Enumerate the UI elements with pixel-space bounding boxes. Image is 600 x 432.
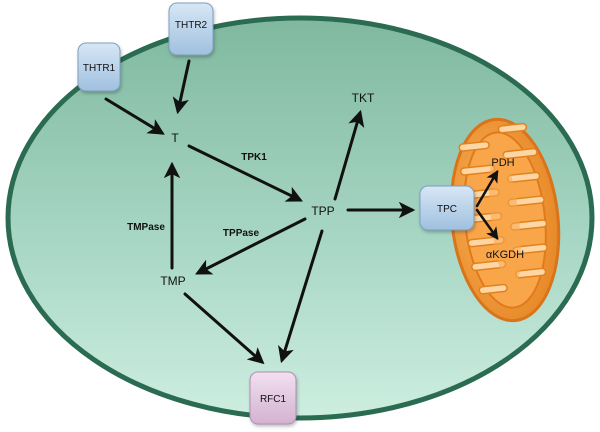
arrow-tpp-to-tkt [333, 109, 365, 201]
arrow-tpc-to-akgdh [475, 208, 499, 241]
tpc-label: TPC [437, 204, 457, 215]
rfc1-label: RFC1 [260, 394, 287, 405]
arrow-thtr1-to-t [104, 97, 165, 135]
enzyme-tpk1: TPK1 [241, 152, 267, 163]
arrow-tpp-to-tmp [195, 217, 307, 275]
node-tmp: TMP [160, 274, 185, 288]
node-t: T [171, 131, 179, 145]
arrow-tpc-to-pdh [475, 169, 499, 208]
arrow-tpp-to-rfc1 [278, 229, 324, 364]
transporter-rfc1 [249, 371, 297, 425]
arrow-t-to-tpp [187, 144, 303, 202]
transporter-thtr2 [168, 2, 214, 56]
transporter-thtr1 [77, 42, 121, 92]
enzyme-tppase: TPPase [223, 228, 260, 239]
node-akgdh: αKGDH [486, 249, 524, 261]
thtr1-label: THTR1 [83, 63, 116, 74]
transporter-tpc [419, 185, 475, 231]
reaction-arrows [104, 59, 499, 365]
arrow-tmp-to-rfc1 [183, 292, 265, 365]
cell-membrane [5, 15, 595, 421]
thtr2-label: THTR2 [175, 20, 208, 31]
node-tpp: TPP [311, 204, 334, 218]
arrow-thtr2-to-t [172, 59, 191, 115]
node-pdh: PDH [491, 157, 514, 169]
node-tkt: TKT [352, 91, 375, 105]
enzyme-tmpase: TMPase [127, 222, 165, 233]
